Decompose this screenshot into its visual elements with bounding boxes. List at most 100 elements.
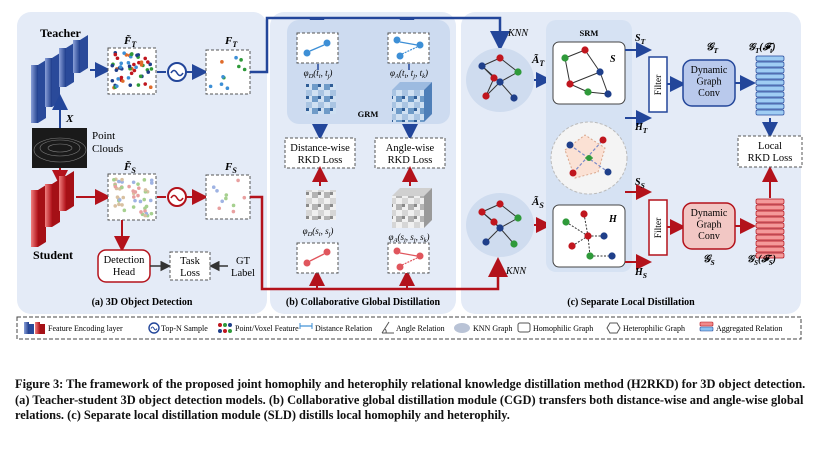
panel-a-background: [17, 12, 267, 314]
feature-point: [139, 210, 143, 214]
aggregated-relation-row: [755, 73, 785, 80]
ft-label: FT: [224, 35, 238, 49]
legend-angle-relation-icon: [381, 321, 394, 334]
graph-edge: [565, 221, 589, 237]
feature-point: [143, 82, 148, 86]
student-aggregated-relation: [755, 198, 785, 259]
feature-point: [149, 67, 154, 71]
graph-node: [584, 232, 592, 240]
feature-point: [137, 186, 141, 190]
graph-node: [514, 214, 522, 222]
aggregated-relation-row: [755, 252, 785, 259]
student-encoder-icon: [31, 171, 74, 247]
graph-node: [490, 74, 498, 82]
graph-node: [482, 92, 490, 100]
feature-point: [220, 60, 224, 64]
feature-point: [127, 64, 132, 69]
graph-node: [490, 218, 498, 226]
graph-node: [581, 46, 589, 54]
task-loss-box: [169, 251, 211, 281]
fs-tilde-label: F̃S: [123, 160, 136, 175]
aggregated-relation-row: [755, 55, 785, 62]
graph-node: [568, 242, 576, 250]
feature-point: [239, 58, 243, 62]
graph-node: [604, 90, 612, 98]
feature-point: [146, 70, 151, 74]
feature-point: [110, 63, 115, 68]
gt-ft-label: 𝒢T(𝓕t): [748, 42, 775, 55]
feature-point: [225, 86, 230, 91]
feature-point: [118, 65, 123, 69]
aggregated-relation-row: [755, 204, 785, 211]
legend-text-1: Top-N Sample: [161, 324, 208, 333]
feature-point: [221, 75, 225, 79]
feature-point: [120, 203, 124, 207]
feature-point: [131, 180, 136, 185]
feature-point: [148, 85, 153, 90]
graph-node: [514, 68, 522, 76]
aggregated-relation-row: [755, 234, 785, 241]
graph-edge: [499, 203, 519, 219]
graph-node: [496, 54, 504, 62]
graph-node: [596, 68, 604, 76]
aggregated-relation-row: [755, 198, 785, 205]
feature-point: [215, 188, 219, 193]
feature-point: [117, 202, 121, 207]
local-loss-box: [737, 135, 803, 168]
feature-point: [143, 213, 147, 218]
feature-point: [144, 204, 149, 209]
aggregated-relation-row: [755, 61, 785, 68]
graph-node: [586, 252, 594, 260]
srm-middle-graph: [564, 134, 612, 179]
feature-point: [149, 178, 154, 183]
feature-point: [234, 55, 238, 60]
feature-point: [114, 68, 119, 72]
graph-edge: [499, 57, 519, 73]
feature-point: [132, 62, 136, 67]
graph-node: [566, 80, 574, 88]
feature-point: [136, 83, 141, 87]
legend-aggregated-relation-icon: [699, 321, 714, 332]
teacher-srm-graph: [561, 46, 612, 98]
legend-feature-dots-icon: [218, 323, 232, 333]
graph-node: [562, 218, 570, 226]
feature-point: [131, 189, 135, 193]
feature-point: [131, 205, 136, 209]
knn-label-bottom: KNN: [505, 266, 527, 277]
feature-point: [119, 75, 124, 80]
feature-point: [126, 61, 131, 65]
feature-point: [126, 76, 131, 80]
fs-label: FS: [224, 161, 237, 175]
graph-node: [496, 224, 504, 232]
legend-box: [16, 316, 802, 340]
gt-script-label: 𝒢T: [706, 42, 718, 55]
feature-point: [136, 193, 140, 198]
student-sampled-dots: [211, 178, 247, 214]
feature-point: [143, 56, 148, 61]
teacher-distance-icon: [303, 39, 331, 57]
aggregated-relation-row: [755, 210, 785, 217]
feature-point: [132, 68, 137, 73]
feature-point: [220, 199, 224, 204]
feature-point: [149, 211, 154, 216]
feature-point: [115, 56, 120, 61]
feature-point: [138, 199, 143, 204]
feature-point: [138, 74, 143, 79]
feature-point: [115, 84, 119, 88]
feature-point: [113, 204, 118, 208]
feature-point: [217, 206, 222, 211]
student-filter-label: Filter: [654, 217, 664, 238]
teacher-angle-box: [387, 32, 430, 64]
teacher-topn-icon: [167, 62, 187, 82]
feature-point: [242, 195, 247, 200]
legend-text-0: Feature Encoding layer: [48, 324, 123, 333]
teacher-feature-dots: [110, 50, 154, 90]
legend-heterophilic-graph-icon: [606, 322, 621, 334]
teacher-label: Teacher: [40, 26, 82, 40]
student-srm-graph: [562, 210, 616, 260]
student-distance-matrix: [306, 190, 336, 220]
feature-point: [231, 203, 236, 208]
